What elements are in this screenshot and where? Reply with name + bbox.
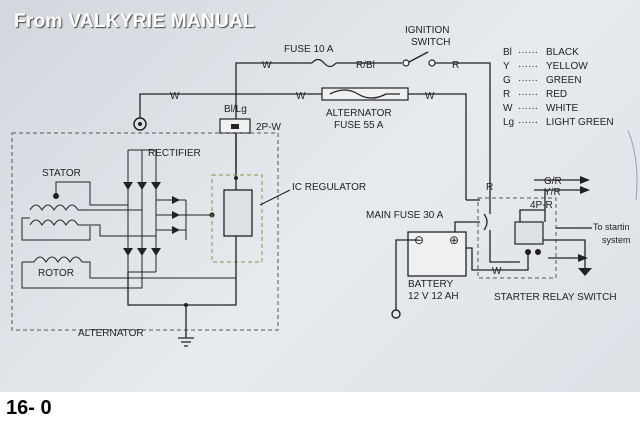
legend-dots: ······ (518, 89, 538, 100)
legend-color: WHITE (546, 103, 579, 114)
wire-labels: W R/Bl R W W W Bl/Lg R G/R Y/R W (170, 60, 562, 277)
footer-bar (0, 392, 640, 423)
legend-color: YELLOW (546, 61, 588, 72)
alternator-fuse-circuit (133, 87, 467, 200)
wire-label-w-top: W (262, 60, 272, 71)
wire-label-rbl: R/Bl (356, 60, 375, 71)
battery: ⊖ ⊕ (391, 221, 480, 319)
svg-text:⊖: ⊖ (414, 233, 424, 247)
legend-code: Bl (503, 47, 512, 58)
connector-4p-label: 4P-R (530, 200, 553, 211)
connector-2p-label: 2P-W (256, 122, 282, 133)
legend-code: W (503, 103, 513, 114)
wire-label-w-relay: W (492, 266, 502, 277)
legend-color: BLACK (546, 47, 579, 58)
ignition-switch-label-2: SWITCH (411, 37, 450, 48)
page-number: 16- 0 (6, 397, 52, 419)
svg-text:⊕: ⊕ (449, 233, 459, 247)
rectifier-label: RECTIFIER (148, 148, 201, 159)
alternator-fuse-label-2: FUSE 55 A (334, 120, 384, 131)
wire-label-w-mid-left: W (170, 91, 180, 102)
color-legend: Bl ······ BLACK Y ······ YELLOW G ······… (503, 47, 614, 128)
main-fuse-label: MAIN FUSE 30 A (366, 210, 444, 221)
legend-code: R (503, 89, 510, 100)
page-curl (627, 129, 638, 201)
starter-relay-circuit (460, 176, 592, 279)
legend-code: Lg (503, 117, 514, 128)
legend-color: LIGHT GREEN (546, 117, 614, 128)
wire-label-w-lower: W (425, 91, 435, 102)
ic-regulator-leader (259, 189, 291, 206)
legend-dots: ······ (518, 61, 538, 72)
stator-label: STATOR (42, 168, 81, 179)
alternator-box (11, 132, 279, 347)
component-labels: FUSE 10 A IGNITION SWITCH ALTERNATOR FUS… (38, 25, 631, 339)
ignition-switch-label-1: IGNITION (405, 25, 449, 36)
ic-regulator-label: IC REGULATOR (292, 182, 366, 193)
wire-label-gr: G/R (544, 176, 562, 187)
wire-label-bllg: Bl/Lg (224, 104, 247, 115)
legend-code: G (503, 75, 511, 86)
starter-relay-label: STARTER RELAY SWITCH (494, 292, 617, 303)
wire-label-w-mid-right: W (296, 91, 306, 102)
to-starting-label-1: To startin (593, 222, 630, 232)
legend-dots: ······ (518, 103, 538, 114)
legend-code: Y (503, 61, 510, 72)
to-starting-label-2: system (602, 235, 631, 245)
legend-color: RED (546, 89, 567, 100)
alternator-label: ALTERNATOR (78, 328, 144, 339)
bl-lg-wire (219, 118, 251, 178)
legend-dots: ······ (518, 75, 538, 86)
battery-label-2: 12 V 12 AH (408, 291, 459, 302)
alternator-fuse-label-1: ALTERNATOR (326, 108, 392, 119)
legend-dots: ······ (518, 117, 538, 128)
wire-label-r-vert: R (486, 182, 493, 193)
paper-background (0, 0, 640, 392)
legend-dots: ······ (518, 47, 538, 58)
rotor-label: ROTOR (38, 268, 74, 279)
fuse-10a-label: FUSE 10 A (284, 44, 334, 55)
wire-label-yr: Y/R (544, 187, 561, 198)
header-title: From VALKYRIE MANUAL (14, 11, 256, 32)
battery-label-1: BATTERY (408, 279, 454, 290)
legend-color: GREEN (546, 75, 582, 86)
wire-label-r-top: R (452, 60, 459, 71)
